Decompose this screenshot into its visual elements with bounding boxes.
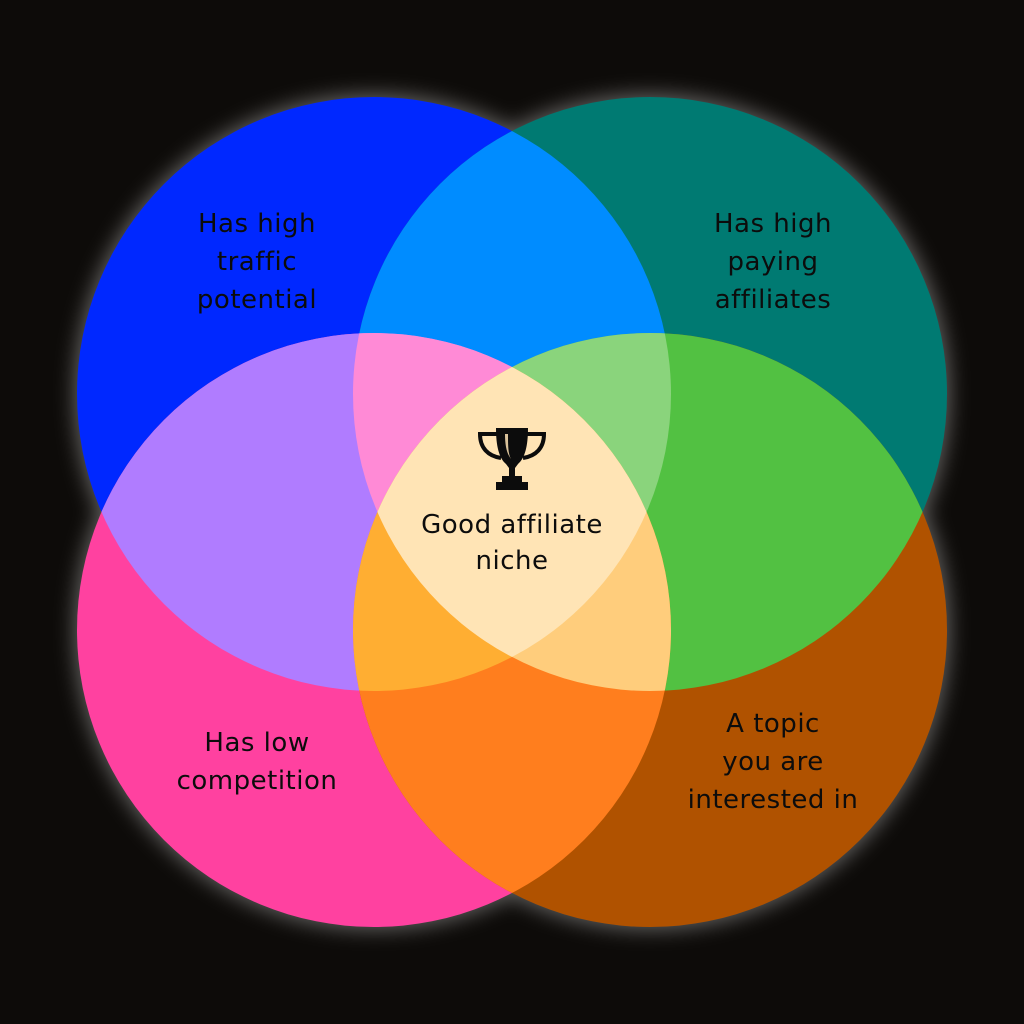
label-low-competition: Has low competition — [176, 728, 338, 796]
label-high-paying-affiliates: Has high paying affiliates — [714, 209, 832, 315]
label-good-affiliate-niche: Good affiliate niche — [421, 510, 603, 576]
label-topic-interest: A topic you are interested in — [687, 709, 859, 815]
trophy-icon — [477, 428, 547, 490]
label-high-traffic: Has high traffic potential — [196, 209, 318, 315]
